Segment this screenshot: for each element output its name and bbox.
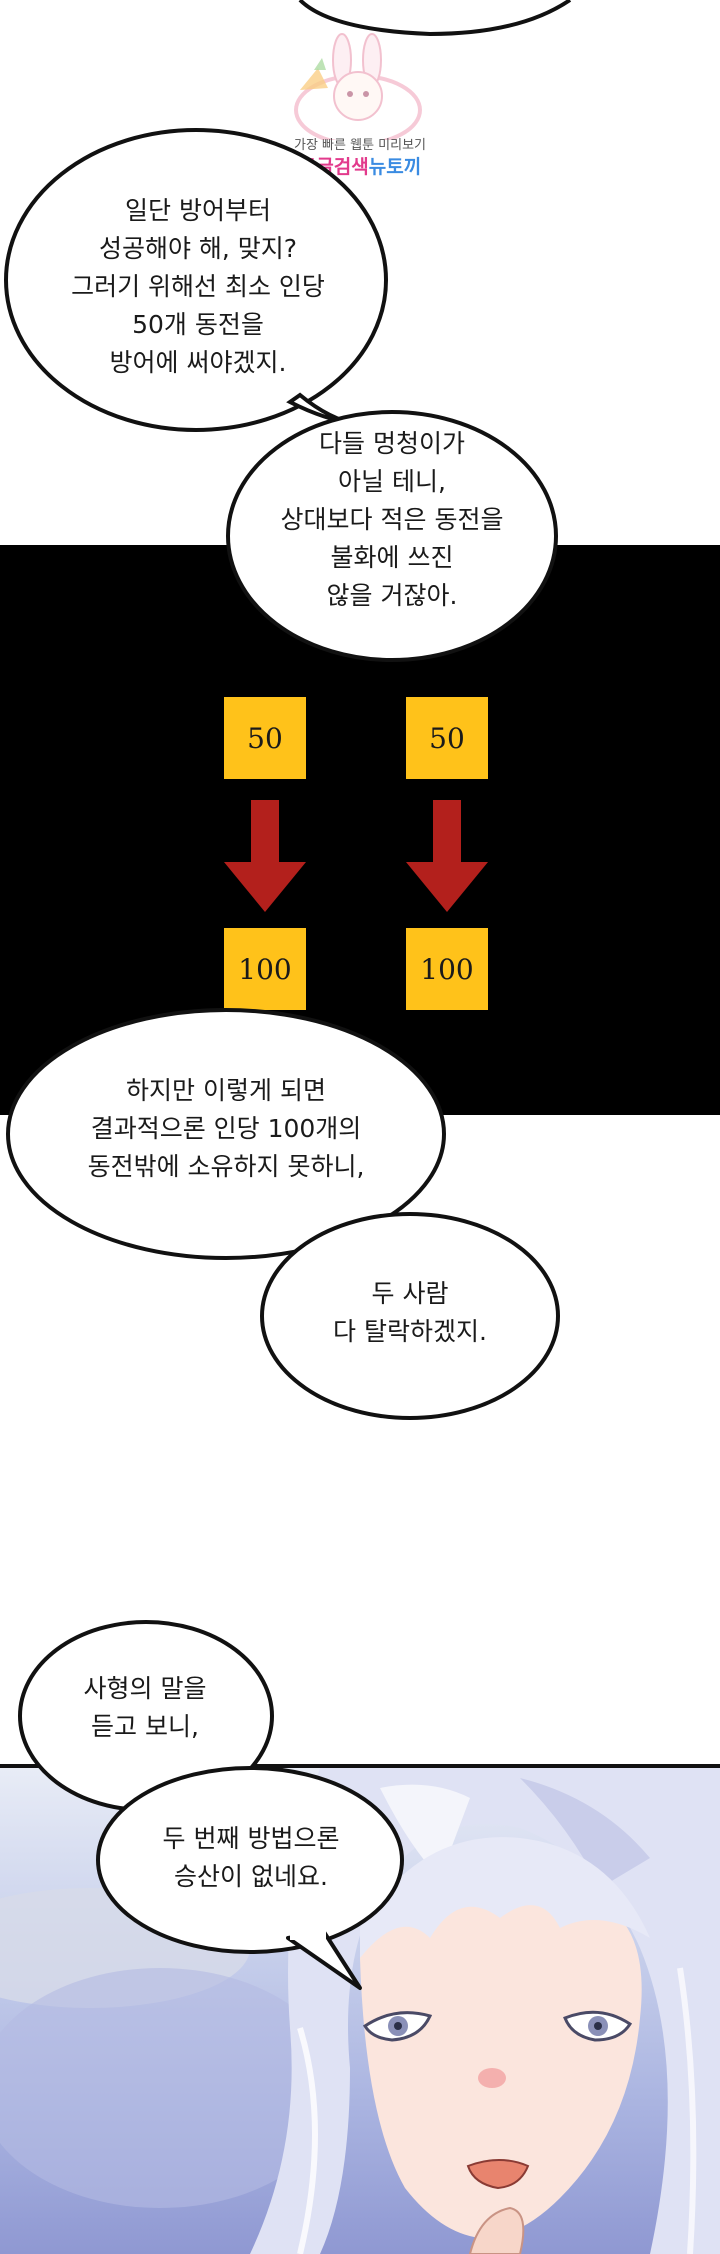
coin-box-right-top: 50 <box>406 697 488 779</box>
top-partial-bubble <box>298 0 572 37</box>
speech-bubble-result <box>6 1008 446 1260</box>
rabbit-mascot-icon <box>294 33 422 140</box>
bubble-text-no-chance: 두 번째 방법으론 승산이 없네요. <box>162 1824 340 1891</box>
bubble-text-both-out: 두 사람 다 탈락하겠지. <box>333 1279 487 1346</box>
bubble-text-plan: 일단 방어부터 성공해야 해, 맞지? 그러기 위해선 최소 인당 50개 동전… <box>71 196 325 377</box>
bubble-text-result: 하지만 이렇게 되면 결과적으론 인당 100개의 동전밖에 소유하지 못하니, <box>87 1076 365 1181</box>
coin-value: 50 <box>247 721 283 755</box>
watermark-brand-suffix: 뉴토끼 <box>368 156 422 178</box>
coin-box-right-bottom: 100 <box>406 928 488 1010</box>
bubble-text-nobody-fool: 다들 멍청이가 아닐 테니, 상대보다 적은 동전을 불화에 쓰진 않을 거잖아… <box>280 429 504 610</box>
speech-bubble-both-out <box>260 1212 560 1420</box>
coin-value: 100 <box>420 952 474 986</box>
coin-value: 100 <box>238 952 292 986</box>
speech-bubble-nobody-fool <box>226 410 558 662</box>
coin-box-left-bottom: 100 <box>224 928 306 1010</box>
watermark-tagline: 가장 빠른 웹툰 미리보기 <box>294 138 426 153</box>
arrow-down-icon <box>406 800 488 912</box>
coin-value: 50 <box>429 721 465 755</box>
arrow-down-icon <box>224 800 306 912</box>
bubble-text-heard: 사형의 말을 듣고 보니, <box>83 1674 207 1741</box>
coin-box-left-top: 50 <box>224 697 306 779</box>
speech-bubble-no-chance <box>96 1766 404 1990</box>
watermark: 가장 빠른 웹툰 미리보기 구글검색뉴토끼 <box>270 30 450 180</box>
